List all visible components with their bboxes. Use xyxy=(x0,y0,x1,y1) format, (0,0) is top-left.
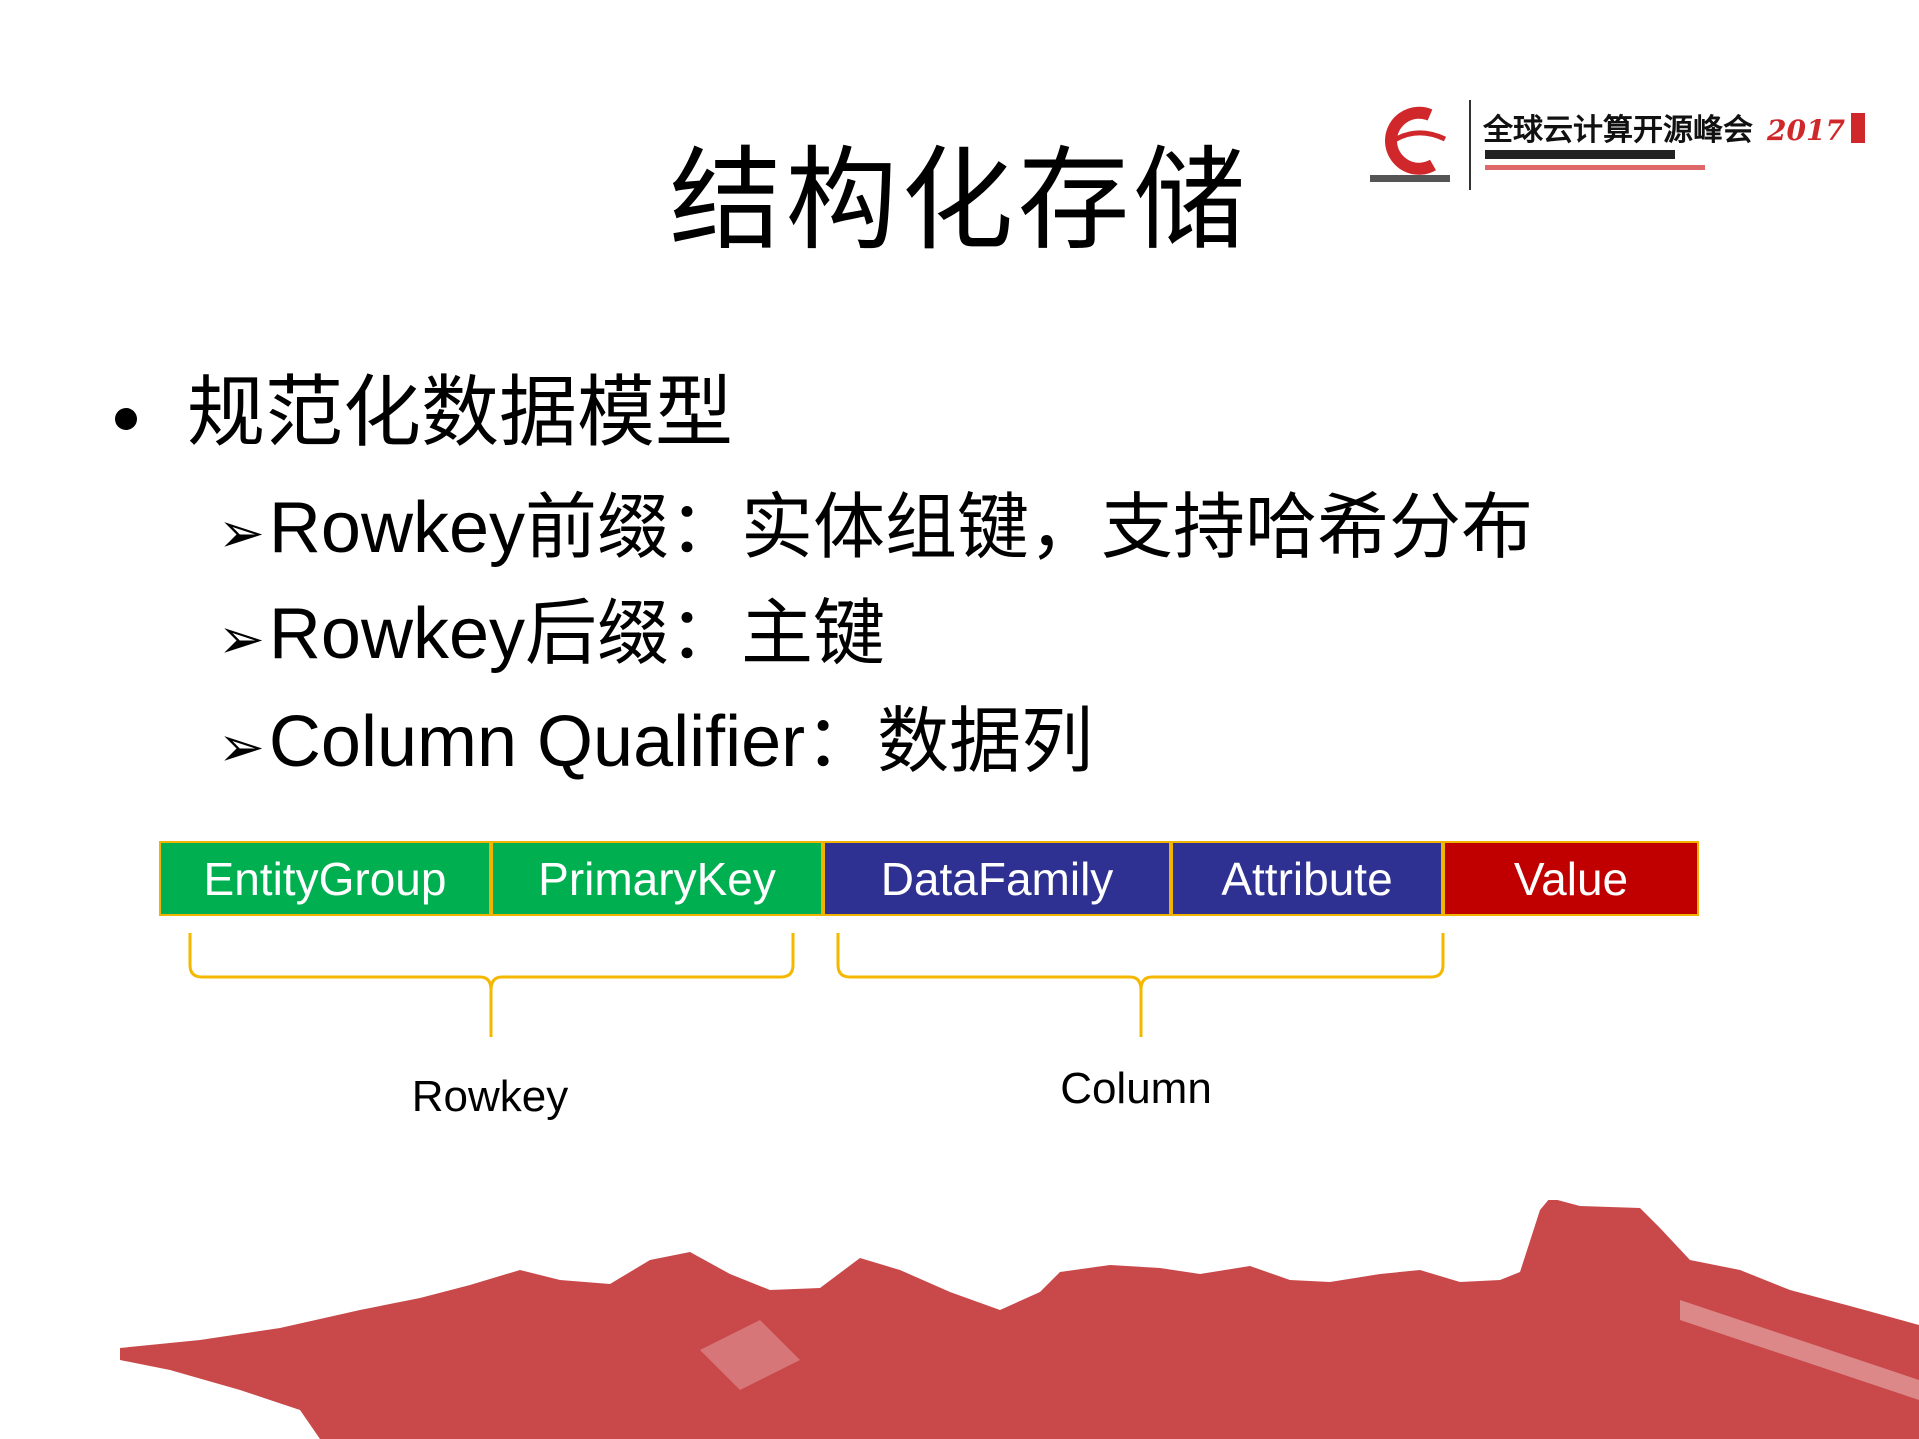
sub-item: ➢Rowkey后缀：主键 xyxy=(218,574,885,679)
cell-attribute: Attribute xyxy=(1171,841,1443,916)
cell-entitygroup: EntityGroup xyxy=(159,841,491,916)
sub-item: ➢Rowkey前缀：实体组键，支持哈希分布 xyxy=(218,468,1533,573)
sub-item-cn: ：数据列 xyxy=(805,699,1094,783)
cell-datafamily: DataFamily xyxy=(823,841,1171,916)
rowkey-label: Rowkey xyxy=(411,1072,569,1121)
cell-primarykey: PrimaryKey xyxy=(491,841,823,916)
great-wall-illustration xyxy=(120,1200,1919,1439)
svg-text:全球云计算开源峰会: 全球云计算开源峰会 xyxy=(1482,113,1753,148)
bullet-dot-icon xyxy=(115,407,137,430)
svg-text:2017: 2017 xyxy=(1766,114,1845,147)
column-brace xyxy=(836,933,1445,1037)
arrow-bullet-icon: ➢ xyxy=(218,606,265,670)
cell-value: Value xyxy=(1443,841,1699,916)
arrow-bullet-icon: ➢ xyxy=(218,500,265,564)
sub-item-en: Rowkey xyxy=(268,488,525,568)
alliance-logo-icon xyxy=(1370,106,1450,182)
data-model-bar: EntityGroup PrimaryKey DataFamily Attrib… xyxy=(159,841,1699,916)
column-label: Column xyxy=(1060,1064,1212,1113)
sub-item-en: Rowkey xyxy=(268,594,525,674)
sub-item-en: Column Qualifier xyxy=(268,702,806,782)
sub-item: ➢Column Qualifier：数据列 xyxy=(218,682,1093,787)
bullet-text: 规范化数据模型 xyxy=(187,368,734,458)
rowkey-brace xyxy=(188,933,795,1037)
arrow-bullet-icon: ➢ xyxy=(218,714,265,778)
summit-logo: 全球云计算开源峰会 2017 xyxy=(1370,100,1865,190)
bullet-item: 规范化数据模型 xyxy=(115,350,733,462)
sub-item-cn: 前缀：实体组键，支持哈希分布 xyxy=(525,485,1534,569)
sub-item-cn: 后缀：主键 xyxy=(525,591,886,675)
slide-title: 结构化存储 xyxy=(669,136,1250,266)
